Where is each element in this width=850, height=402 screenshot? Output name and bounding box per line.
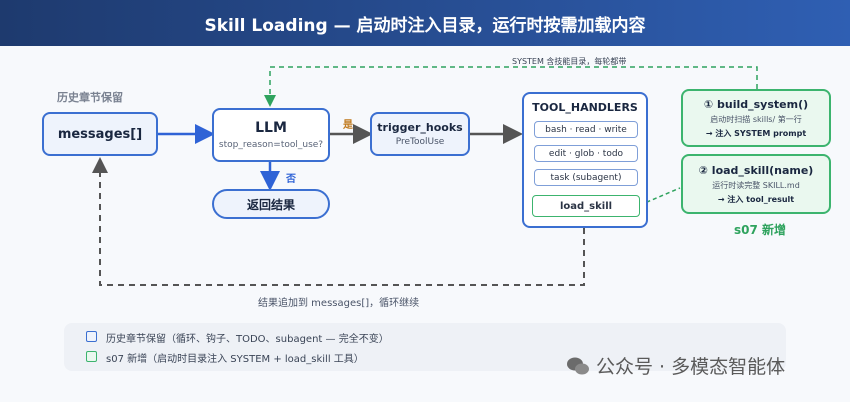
watermark-text: 公众号 · 多模态智能体 — [596, 356, 786, 378]
llm-sub: stop_reason=tool_use? — [218, 140, 324, 150]
system-dashed-line — [264, 66, 758, 107]
return-result-label: 返回结果 — [246, 197, 295, 212]
handler-item: task (subagent) — [534, 169, 638, 186]
handler-item: bash · read · write — [534, 121, 638, 138]
page-title: Skill Loading — 启动时注入目录，运行时按需加载内容 — [0, 0, 850, 46]
messages-label: messages[] — [57, 126, 143, 142]
s07-new-label: s07 新增 — [734, 223, 787, 237]
history-label: 历史章节保留 — [57, 91, 123, 104]
handlers-title: TOOL_HANDLERS — [532, 101, 638, 114]
legend: 历史章节保留（循环、钩子、TODO、subagent — 完全不变） s07 新… — [64, 323, 786, 371]
yes-label: 是 — [343, 120, 353, 131]
build-system-line2: → 注入 SYSTEM prompt — [705, 128, 807, 138]
llm-title: LLM — [255, 120, 287, 136]
return-result-box: 返回结果 — [212, 189, 330, 219]
wechat-icon — [567, 357, 589, 374]
trigger-hooks-box: trigger_hooks PreToolUse — [370, 112, 470, 156]
loop-dashed-line — [92, 157, 585, 286]
llm-box: LLM stop_reason=tool_use? — [212, 108, 330, 162]
system-note: SYSTEM 含技能目录，每轮都带 — [512, 57, 627, 66]
legend-item: 历史章节保留（循环、钩子、TODO、subagent — 完全不变） — [106, 334, 389, 345]
handler-item: edit · glob · todo — [534, 145, 638, 162]
trigger-title: trigger_hooks — [377, 121, 463, 134]
load-skill-line1: 运行时读完整 SKILL.md — [712, 180, 800, 190]
watermark: 公众号 · 多模态智能体 — [566, 352, 785, 379]
loop-note: 结果追加到 messages[]，循环继续 — [258, 298, 420, 309]
load-skill-handler: load_skill — [532, 195, 640, 217]
no-label: 否 — [286, 174, 296, 185]
trigger-sub: PreToolUse — [395, 137, 445, 147]
legend-swatch-blue — [86, 331, 97, 342]
legend-item: s07 新增（启动时目录注入 SYSTEM + load_skill 工具） — [106, 354, 364, 365]
messages-box: messages[] — [42, 112, 158, 156]
load-skill-title: ② load_skill(name) — [698, 163, 814, 177]
legend-swatch-green — [86, 351, 97, 362]
load-skill-box: ② load_skill(name) 运行时读完整 SKILL.md → 注入 … — [681, 154, 831, 214]
build-system-title: ① build_system() — [703, 97, 809, 111]
connector-layer — [92, 66, 758, 286]
build-system-line1: 启动时扫描 skills/ 第一行 — [710, 114, 802, 124]
load-skill-line2: → 注入 tool_result — [717, 194, 795, 204]
build-system-box: ① build_system() 启动时扫描 skills/ 第一行 → 注入 … — [681, 89, 831, 147]
